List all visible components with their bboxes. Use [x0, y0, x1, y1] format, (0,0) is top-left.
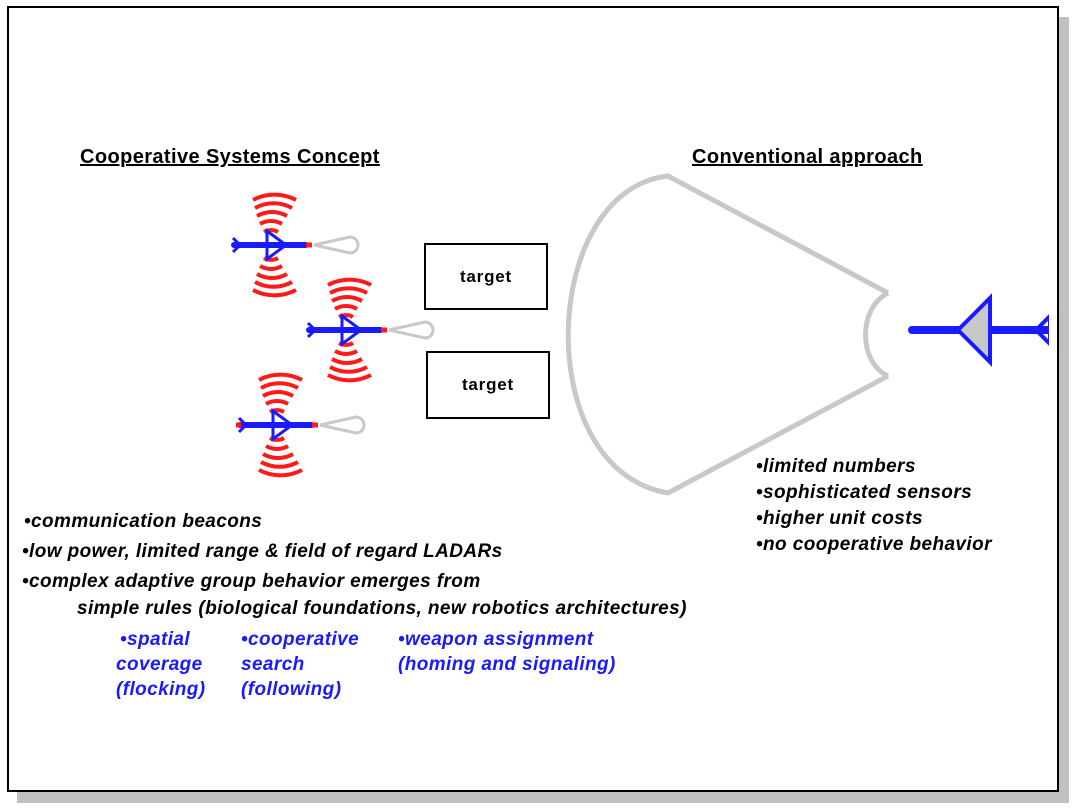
- bullet-limited-numbers: •limited numbers: [756, 456, 916, 477]
- signal-waves-icon: [258, 372, 303, 478]
- conventional-bullets: •limited numbers •sophisticated sensors …: [754, 456, 1049, 566]
- target-label: target: [459, 266, 513, 286]
- target-box-1: target: [424, 243, 548, 310]
- bullet-higher-unit-costs: •higher unit costs: [756, 508, 923, 529]
- bullet-ladar: •low power, limited range & field of reg…: [22, 541, 503, 562]
- sensor-cone-large: [565, 173, 890, 496]
- drone-1: [231, 192, 360, 298]
- sensor-beam-icon: [388, 320, 435, 340]
- bullet-sophisticated-sensors: •sophisticated sensors: [756, 482, 973, 503]
- signal-waves-icon: [327, 277, 372, 383]
- target-box-2: target: [426, 351, 550, 419]
- drone-3: [236, 372, 366, 478]
- bullet-group-behavior-cont: simple rules (biological foundations, ne…: [77, 598, 687, 619]
- sensor-beam-icon: [313, 235, 360, 255]
- bullet-group-behavior: •complex adaptive group behavior emerges…: [22, 571, 481, 592]
- aircraft-icon: [306, 313, 384, 347]
- behavior-weapon-assignment: •weapon assignment (homing and signaling…: [398, 629, 616, 675]
- signal-waves-icon: [252, 192, 297, 298]
- bullet-no-cooperative-behavior: •no cooperative behavior: [756, 534, 992, 555]
- sensor-beam-icon: [319, 415, 366, 435]
- aircraft-icon: [237, 408, 315, 442]
- heading-conventional: Conventional approach: [692, 146, 923, 168]
- behavior-spatial-coverage: •spatial coverage (flocking): [116, 629, 206, 700]
- target-label: target: [461, 375, 515, 394]
- heading-cooperative: Cooperative Systems Concept: [80, 146, 380, 168]
- large-aircraft-icon: [908, 293, 1049, 367]
- bullet-communication-beacons: •communication beacons: [24, 511, 263, 532]
- drone-2: [306, 277, 435, 383]
- behavior-cooperative-search: •cooperative search (following): [241, 629, 360, 700]
- aircraft-icon: [231, 228, 309, 262]
